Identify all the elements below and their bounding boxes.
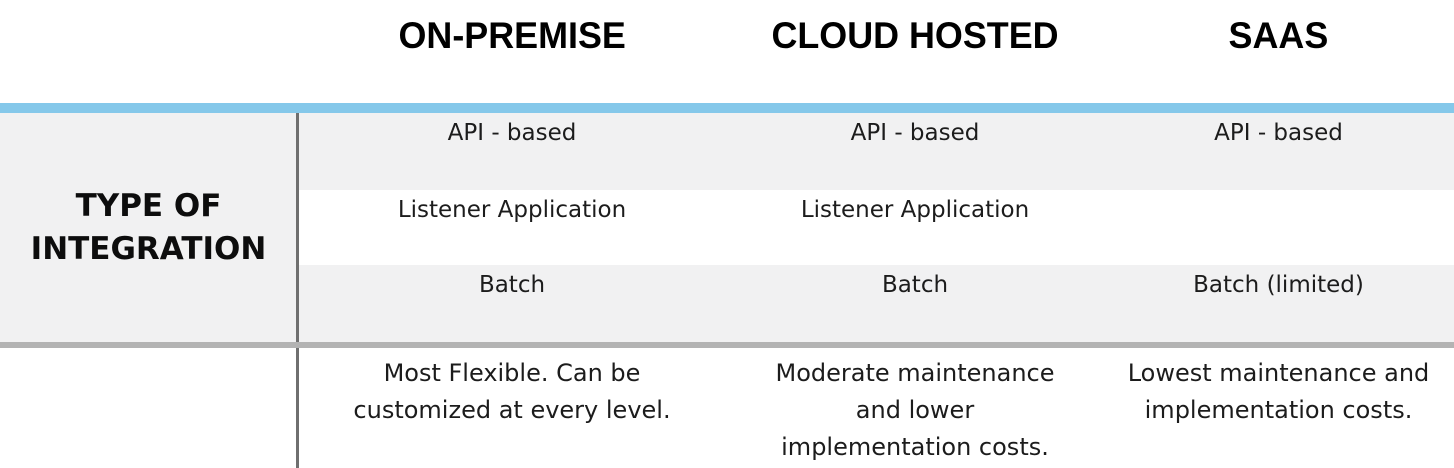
cell-api-based-on-premise: API - based bbox=[297, 113, 727, 190]
cell-listener-application-cloud-hosted: Listener Application bbox=[727, 190, 1103, 265]
cell-api-based-saas: API - based bbox=[1103, 113, 1454, 190]
column-header-row: ON-PREMISE CLOUD HOSTED SAAS bbox=[0, 0, 1454, 103]
summary-on-premise: Most Flexible. Can be customized at ever… bbox=[353, 359, 671, 424]
summary-spacer bbox=[0, 348, 297, 468]
horizontal-divider bbox=[0, 342, 1454, 348]
cell-batch-on-premise: Batch bbox=[297, 265, 727, 342]
cell-batch-cloud-hosted: Batch bbox=[727, 265, 1103, 342]
column-header-cloud-hosted: CLOUD HOSTED bbox=[727, 0, 1103, 103]
vertical-divider bbox=[296, 113, 299, 468]
summary-cloud-hosted: Moderate maintenance and lower implement… bbox=[775, 359, 1055, 461]
row-header-type-of-integration: TYPE OF INTEGRATION bbox=[0, 113, 297, 342]
column-header-spacer bbox=[0, 0, 297, 103]
summary-saas: Lowest maintenance and implementation co… bbox=[1127, 359, 1430, 424]
accent-bar bbox=[0, 103, 1454, 113]
column-header-on-premise: ON-PREMISE bbox=[297, 0, 727, 103]
column-header-cloud-hosted-label: CLOUD HOSTED bbox=[771, 15, 1059, 56]
cell-listener-application-on-premise: Listener Application bbox=[297, 190, 727, 265]
summary-row: Most Flexible. Can be customized at ever… bbox=[0, 348, 1454, 468]
cell-batch-saas: Batch (limited) bbox=[1103, 265, 1454, 342]
cell-api-based-cloud-hosted: API - based bbox=[727, 113, 1103, 190]
table-body: TYPE OF INTEGRATION API - based API - ba… bbox=[0, 113, 1454, 342]
column-header-saas: SAAS bbox=[1103, 0, 1454, 103]
column-header-on-premise-label: ON-PREMISE bbox=[398, 15, 626, 56]
cell-listener-application-saas bbox=[1103, 190, 1454, 265]
column-header-saas-label: SAAS bbox=[1228, 15, 1329, 56]
